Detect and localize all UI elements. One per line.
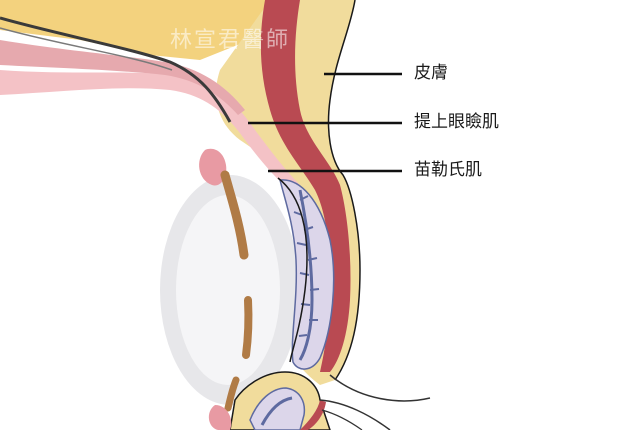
skin-label: 皮膚 xyxy=(414,65,448,82)
watermark: 林宣君醫師 xyxy=(170,22,290,54)
levator-label: 提上眼瞼肌 xyxy=(414,114,499,131)
upper-eyelash xyxy=(330,375,430,401)
cornea xyxy=(176,195,280,385)
muller-label: 苗勒氏肌 xyxy=(414,162,482,179)
iris-pigment-mid xyxy=(246,300,248,355)
